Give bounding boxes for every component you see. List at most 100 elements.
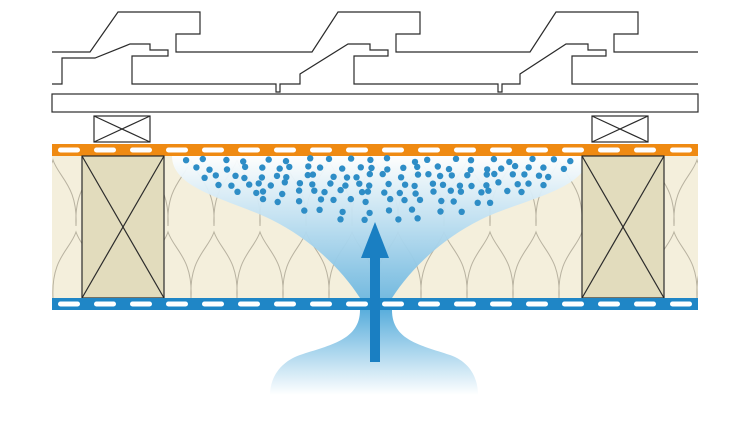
water-droplet bbox=[396, 189, 403, 197]
insulation-fiber bbox=[696, 275, 698, 298]
membrane-dash bbox=[670, 301, 692, 307]
water-droplet bbox=[416, 196, 424, 204]
water-droplet bbox=[414, 171, 422, 178]
membrane-dash bbox=[418, 147, 440, 153]
water-droplet bbox=[362, 198, 369, 206]
water-droplet bbox=[368, 164, 375, 172]
membrane-dash bbox=[634, 301, 656, 307]
water-droplet bbox=[495, 179, 502, 186]
membrane-dash bbox=[166, 301, 188, 307]
water-droplet bbox=[485, 187, 492, 194]
insulation-fiber bbox=[236, 230, 284, 298]
membrane-dash bbox=[274, 147, 296, 153]
water-droplet bbox=[339, 208, 346, 216]
water-droplet bbox=[414, 163, 421, 171]
water-droplet bbox=[361, 216, 368, 223]
water-droplet bbox=[259, 195, 267, 203]
water-droplet bbox=[491, 170, 498, 178]
water-droplet bbox=[540, 181, 547, 189]
water-droplet bbox=[486, 199, 494, 206]
insulation-fiber bbox=[466, 230, 514, 298]
water-droplet bbox=[401, 196, 408, 204]
water-droplet bbox=[267, 182, 274, 189]
water-droplet bbox=[316, 206, 323, 213]
water-droplet bbox=[258, 174, 266, 181]
water-droplet bbox=[540, 164, 547, 171]
water-droplet bbox=[316, 164, 324, 171]
water-droplet bbox=[483, 171, 490, 178]
water-droplet bbox=[274, 198, 281, 206]
water-droplet bbox=[259, 164, 266, 171]
water-droplet bbox=[448, 172, 455, 179]
membrane-dash bbox=[454, 147, 476, 153]
water-droplet bbox=[438, 197, 445, 205]
membrane-dash bbox=[598, 301, 620, 307]
water-droplet bbox=[241, 174, 248, 182]
water-droplet bbox=[484, 166, 491, 173]
water-droplet bbox=[498, 165, 505, 172]
membrane-dash bbox=[526, 147, 548, 153]
insulation-fiber bbox=[673, 158, 698, 227]
water-droplet bbox=[560, 165, 568, 173]
membrane-dash bbox=[382, 147, 404, 153]
rafter-right bbox=[581, 155, 665, 299]
water-droplet bbox=[379, 170, 386, 178]
water-droplet bbox=[411, 158, 419, 166]
water-droplet bbox=[337, 216, 344, 223]
board-strip bbox=[51, 93, 699, 113]
water-droplet bbox=[265, 156, 272, 163]
water-droplet bbox=[343, 174, 351, 181]
water-droplet bbox=[309, 171, 317, 178]
water-droplet bbox=[367, 156, 374, 164]
water-droplet bbox=[458, 208, 465, 215]
water-droplet bbox=[358, 188, 366, 196]
rafters bbox=[81, 155, 665, 299]
water-droplet bbox=[445, 165, 453, 173]
membrane-dash bbox=[202, 147, 224, 153]
membrane-dash bbox=[94, 147, 116, 153]
water-droplet bbox=[223, 166, 231, 173]
water-droplet bbox=[504, 187, 511, 195]
water-droplet bbox=[509, 171, 516, 178]
membrane-dash bbox=[382, 301, 404, 307]
water-droplet bbox=[330, 173, 337, 180]
water-droplet bbox=[241, 163, 249, 171]
water-droplet bbox=[305, 163, 312, 170]
water-droplet bbox=[307, 155, 314, 162]
water-droplet bbox=[356, 180, 363, 187]
water-droplet bbox=[366, 170, 373, 178]
water-droplet bbox=[452, 155, 460, 162]
water-droplet bbox=[182, 157, 190, 164]
water-droplet bbox=[337, 186, 344, 194]
water-droplet bbox=[283, 174, 290, 181]
water-droplet bbox=[450, 198, 457, 205]
water-droplet bbox=[339, 165, 346, 172]
water-droplet bbox=[212, 172, 219, 179]
water-droplet bbox=[439, 181, 447, 188]
water-droplet bbox=[468, 182, 475, 190]
water-droplet bbox=[301, 207, 308, 214]
membrane-dash bbox=[310, 301, 332, 307]
water-droplet bbox=[525, 180, 532, 187]
water-droplet bbox=[474, 199, 481, 206]
water-droplet bbox=[385, 180, 392, 188]
water-droplet bbox=[309, 181, 316, 188]
water-droplet bbox=[467, 157, 475, 164]
insulation-fiber bbox=[190, 230, 238, 298]
water-droplet bbox=[327, 180, 334, 187]
water-droplet bbox=[387, 195, 394, 203]
water-droplet bbox=[276, 165, 283, 172]
water-droplet bbox=[223, 156, 230, 164]
water-droplet bbox=[383, 155, 391, 162]
counter-batten-right bbox=[591, 115, 649, 143]
water-droplet bbox=[357, 164, 364, 171]
water-droplet bbox=[506, 158, 513, 166]
counter-battens bbox=[93, 115, 649, 143]
membrane-dash bbox=[490, 147, 512, 153]
roofing-board bbox=[51, 93, 699, 113]
water-droplet bbox=[424, 156, 431, 163]
roof-tiles bbox=[52, 11, 698, 93]
water-droplet bbox=[325, 155, 333, 163]
orange-membrane bbox=[52, 144, 698, 156]
